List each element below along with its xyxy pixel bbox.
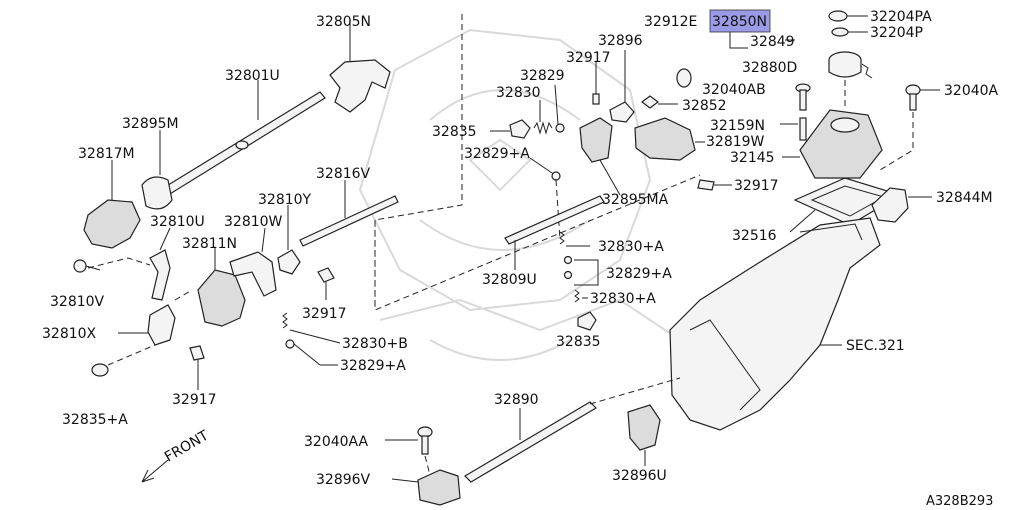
label-32810Y[interactable]: 32810Y: [258, 192, 312, 208]
label-32204P[interactable]: 32204P: [870, 25, 923, 41]
label-32810W[interactable]: 32810W: [224, 214, 283, 230]
part-32810U[interactable]: [149, 249, 171, 301]
part-32829+A-b[interactable]: [551, 171, 561, 181]
label-32040A[interactable]: 32040A: [944, 83, 999, 99]
part-32809U[interactable]: [504, 195, 605, 245]
label-32896V[interactable]: 32896V: [316, 472, 371, 488]
label-32835-b[interactable]: 32835: [556, 334, 601, 350]
part-32145[interactable]: [799, 109, 883, 179]
label-32917-b[interactable]: 32917: [302, 306, 347, 322]
part-32835+A[interactable]: [91, 363, 109, 377]
part-32830+A-a[interactable]: [559, 231, 565, 245]
reference-code: A328B293: [926, 494, 993, 509]
label-32912E[interactable]: 32912E: [644, 14, 697, 30]
part-32835-b[interactable]: [577, 311, 597, 331]
label-32835+A[interactable]: 32835+A: [62, 412, 128, 428]
label-32805N[interactable]: 32805N: [316, 14, 371, 30]
front-arrow-icon: [141, 459, 169, 483]
part-32204PA[interactable]: [828, 10, 848, 22]
label-32810U[interactable]: 32810U: [150, 214, 205, 230]
label-32816V[interactable]: 32816V: [316, 166, 371, 182]
watermark-emblem: [358, 28, 681, 361]
part-32040A[interactable]: [905, 84, 940, 111]
label-32917-d[interactable]: 32917: [734, 178, 779, 194]
label-32801U[interactable]: 32801U: [225, 68, 280, 84]
label-32830[interactable]: 32830: [496, 85, 541, 101]
label-32830+A-b[interactable]: 32830+A: [590, 291, 656, 307]
label-32830+A-a[interactable]: 32830+A: [598, 239, 664, 255]
label-32204PA[interactable]: 32204PA: [870, 9, 932, 25]
label-32849[interactable]: 32849: [750, 34, 795, 50]
part-32829+A-c[interactable]: [563, 270, 573, 280]
part-32817M[interactable]: [83, 199, 141, 249]
label-32516[interactable]: 32516: [732, 228, 777, 244]
part-32917-b[interactable]: [317, 267, 335, 283]
label-32917-a[interactable]: 32917: [172, 392, 217, 408]
front-label: FRONT: [162, 427, 212, 465]
label-32895MA[interactable]: 32895MA: [602, 192, 669, 208]
label-32829+A-b[interactable]: 32829+A: [464, 146, 530, 162]
part-32204P[interactable]: [831, 27, 849, 37]
part-32895M[interactable]: [141, 176, 173, 210]
part-32852[interactable]: [641, 95, 678, 109]
part-32159N[interactable]: [799, 117, 807, 141]
part-32810Y[interactable]: [277, 249, 301, 275]
label-32844M[interactable]: 32844M: [936, 190, 993, 206]
label-32817M[interactable]: 32817M: [78, 146, 135, 162]
label-32145[interactable]: 32145: [730, 150, 775, 166]
part-32810X[interactable]: [147, 304, 176, 346]
part-32816V[interactable]: [299, 195, 399, 247]
label-32880D[interactable]: 32880D: [742, 60, 797, 76]
label-32829[interactable]: 32829: [520, 68, 565, 84]
part-32880D[interactable]: [828, 51, 873, 79]
label-32040AA[interactable]: 32040AA: [304, 434, 369, 450]
label-32890[interactable]: 32890: [494, 392, 539, 408]
label-32829+A-a[interactable]: 32829+A: [340, 358, 406, 374]
part-32811N[interactable]: [197, 269, 246, 327]
part-32917-d[interactable]: [697, 179, 715, 191]
label-32819W[interactable]: 32819W: [706, 134, 765, 150]
label-32850N[interactable]: 32850N: [712, 14, 767, 30]
part-SEC.321[interactable]: [669, 217, 881, 431]
label-32159N[interactable]: 32159N: [710, 118, 765, 134]
part-32896[interactable]: [609, 101, 635, 123]
part-32835-a[interactable]: [509, 119, 531, 139]
label-32810V[interactable]: 32810V: [50, 294, 105, 310]
part-32890[interactable]: [464, 401, 597, 483]
part-32805N[interactable]: [329, 59, 391, 113]
part-32040AA[interactable]: [417, 426, 433, 455]
part-32896V[interactable]: [417, 469, 461, 506]
part-32912E[interactable]: [676, 68, 692, 88]
label-32040AB[interactable]: 32040AB: [702, 82, 766, 98]
label-32896[interactable]: 32896: [598, 33, 643, 49]
part-32810V[interactable]: [73, 259, 101, 273]
part-32917-a[interactable]: [189, 345, 205, 361]
label-32810X[interactable]: 32810X: [42, 326, 97, 342]
part-32810W[interactable]: [229, 251, 277, 297]
part-32819W[interactable]: [579, 117, 613, 163]
part-32850N-highlight: [709, 9, 771, 33]
label-32809U[interactable]: 32809U: [482, 272, 537, 288]
label-32835-a[interactable]: 32835: [432, 124, 477, 140]
part-32830+A-b[interactable]: [574, 289, 580, 303]
label-32811N[interactable]: 32811N: [182, 236, 237, 252]
part-32896U[interactable]: [627, 404, 661, 451]
part-32844M[interactable]: [871, 187, 909, 223]
part-32830[interactable]: [533, 121, 553, 135]
label-32852[interactable]: 32852: [682, 98, 727, 114]
part-32829+A-a[interactable]: [285, 339, 295, 349]
part-32830+B[interactable]: [282, 312, 288, 329]
part-32917-c[interactable]: [592, 93, 600, 105]
label-32830+B[interactable]: 32830+B: [342, 336, 408, 352]
label-32895M[interactable]: 32895M: [122, 116, 179, 132]
label-32917-c[interactable]: 32917: [566, 50, 611, 66]
label-SEC.321[interactable]: SEC.321: [846, 338, 905, 354]
label-32896U[interactable]: 32896U: [612, 468, 667, 484]
part-32829[interactable]: [555, 123, 565, 133]
part-32040AB[interactable]: [795, 83, 811, 111]
label-32829+A-c[interactable]: 32829+A: [606, 266, 672, 282]
